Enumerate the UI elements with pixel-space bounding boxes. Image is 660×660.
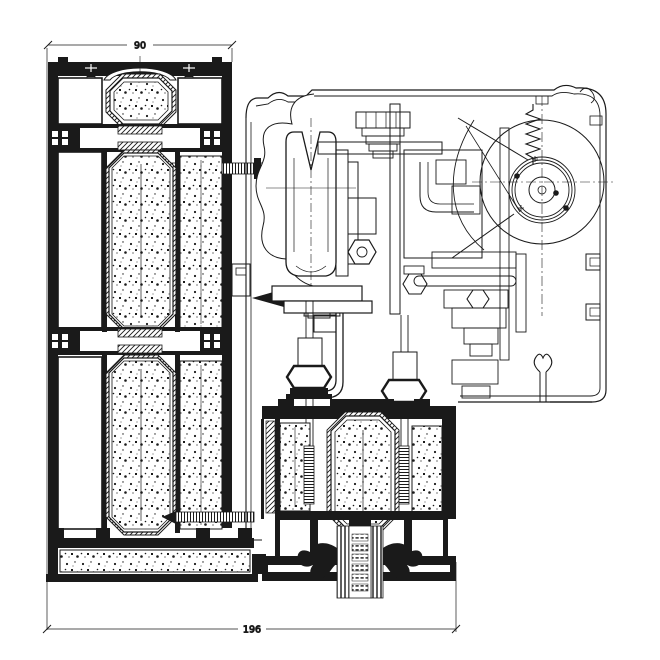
mullion-right-rail [222,62,232,528]
glazing-panel-top [105,73,177,129]
glazing-panel-door [326,411,400,533]
hex-bolt-axle [347,239,377,265]
cover-cap-profile [103,67,177,81]
anchor-channel-left [303,445,315,505]
hex-bolt-right [380,315,428,448]
tension-spring [524,104,542,164]
insulated-panel-2 [105,354,177,536]
door-operator-assembly [245,84,614,541]
chamber-box [57,151,103,329]
brush-seal [336,519,384,599]
anchor-channel-right [398,445,410,505]
gasket-left [297,543,337,579]
sill-profile [46,528,266,582]
snap-clip [533,353,553,402]
thermal-break-upper [48,124,232,152]
drive-belt [457,117,529,161]
mullion-left-rail [48,62,58,582]
hanger-bracket [271,285,428,448]
chamber-box [57,356,103,530]
facade-mullion-section [46,56,290,582]
thermal-break-middle [48,327,232,355]
hex-nut [466,289,490,309]
roller-carriage [255,93,377,319]
drive-belt [451,213,515,259]
insulation-strip [411,425,443,513]
dimension-label-bottom: 196 [243,625,261,636]
door-leaf-section [261,399,456,599]
gasket-right [383,543,423,579]
dimension-top-90: 90 [43,40,237,630]
insulated-panel-1 [105,149,177,333]
belt-pulley [451,95,614,316]
sill-insulation-strip [59,549,251,573]
chamber-box [177,77,223,125]
anchor-bolt-lower [162,511,255,524]
chamber-box [57,77,103,125]
operator-housing [245,84,607,541]
hex-bolt-left [285,301,333,448]
dimension-bottom-196: 196 [42,562,461,636]
motor-mount [317,103,527,399]
dimension-label-top: 90 [134,41,146,52]
fixing-hatch-strip [265,420,276,514]
